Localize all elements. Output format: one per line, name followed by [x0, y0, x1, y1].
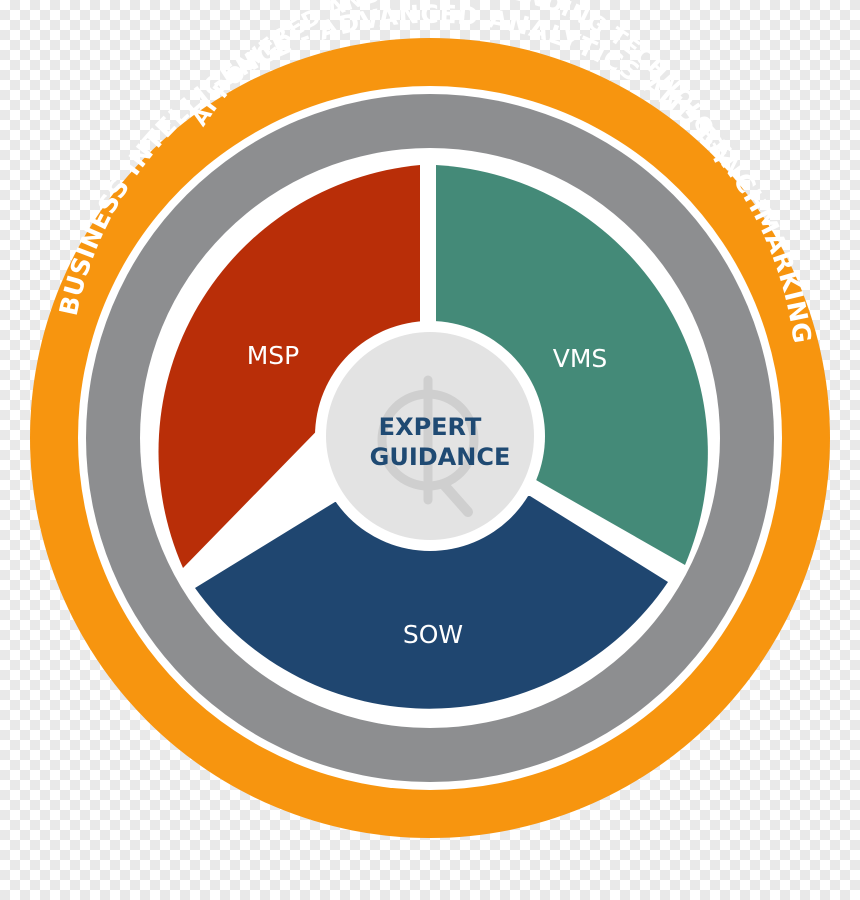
segment-vms [436, 165, 708, 565]
segment-label-msp: MSP [247, 341, 300, 370]
q-logo-icon [377, 375, 479, 517]
center-label-line1: EXPERT [379, 413, 482, 441]
segment-msp [158, 165, 420, 568]
segment-sow [195, 496, 668, 709]
center-label-line2: GUIDANCE [370, 443, 511, 471]
segment-label-sow: SOW [403, 620, 463, 649]
segment-label-vms: VMS [553, 344, 608, 373]
